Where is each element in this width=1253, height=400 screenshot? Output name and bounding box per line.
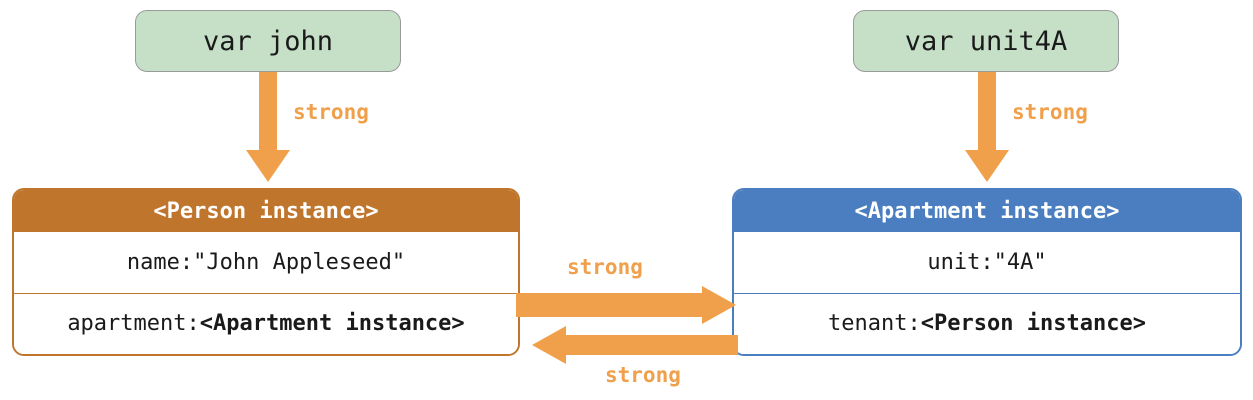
row-value-apartment: <Apartment instance> — [199, 311, 465, 337]
instance-row-apartment-unit: unit: "4A" — [734, 232, 1240, 293]
row-key-apartment: apartment: — [67, 311, 200, 337]
row-value-unit: "4A" — [993, 249, 1047, 275]
instance-box-apartment: <Apartment instance> unit: "4A" tenant: … — [732, 188, 1242, 356]
row-value-name: "John Appleseed" — [193, 249, 406, 275]
instance-box-person: <Person instance> name: "John Appleseed"… — [12, 188, 520, 356]
row-key-tenant: tenant: — [828, 311, 921, 337]
arrow-down-john-to-person — [246, 72, 290, 188]
variable-box-john: var john — [135, 10, 401, 72]
row-key-name: name: — [126, 249, 194, 275]
variable-label-john: var john — [202, 25, 334, 57]
instance-row-apartment-tenant: tenant: <Person instance> — [734, 292, 1240, 354]
arrow-right-person-to-apartment — [516, 286, 736, 324]
instance-row-person-name: name: "John Appleseed" — [14, 232, 518, 293]
arrow-left-apartment-to-person — [532, 326, 738, 364]
reference-label-person-to-apartment-strong: strong — [567, 255, 643, 279]
reference-label-unit4a-strong: strong — [1012, 100, 1088, 124]
instance-header-person: <Person instance> — [14, 190, 518, 232]
arrow-down-unit4a-to-apartment — [965, 72, 1009, 188]
reference-label-john-strong: strong — [293, 100, 369, 124]
reference-label-apartment-to-person-strong: strong — [605, 363, 681, 387]
variable-label-unit4a: var unit4A — [904, 25, 1068, 57]
row-value-tenant: <Person instance> — [920, 311, 1146, 337]
instance-header-apartment: <Apartment instance> — [734, 190, 1240, 232]
instance-row-person-apartment: apartment: <Apartment instance> — [14, 292, 518, 354]
row-key-unit: unit: — [927, 249, 994, 275]
variable-box-unit4a: var unit4A — [853, 10, 1119, 72]
